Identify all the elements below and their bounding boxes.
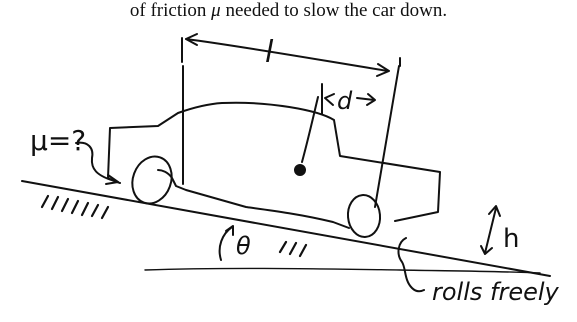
caption-before: of friction (129, 0, 212, 21)
cm-leader-line (301, 96, 319, 163)
height-arrowhead-top (488, 205, 501, 217)
rolls-freely-label: rolls freely (432, 278, 560, 306)
mu-leader-line (75, 141, 119, 183)
incline-line (21, 180, 551, 277)
height-dimension-arrow (484, 207, 497, 254)
length-arrowhead-right (376, 63, 390, 77)
mu-question-label: μ=? (30, 124, 86, 157)
center-of-mass-dot (294, 164, 306, 176)
mu-leader-arrowhead (105, 174, 119, 185)
length-dimension-arrow (185, 38, 389, 72)
d-arrow-right (356, 93, 376, 106)
length-label: l (265, 35, 274, 70)
d-arrowhead-left (324, 93, 335, 106)
length-arrowhead-left (185, 33, 198, 46)
rolls-freely-leader (397, 237, 425, 293)
front-wheel (346, 194, 382, 238)
caption-text: of friction μ needed to slow the car dow… (0, 0, 577, 26)
angle-label: θ (236, 232, 251, 260)
front-axle-vertical (374, 57, 401, 208)
angle-arrowhead (225, 225, 234, 236)
height-label: h (503, 224, 519, 254)
caption-mu-symbol: μ (211, 0, 221, 21)
caption-after: needed to slow the car down. (220, 0, 448, 21)
hatch-marks-middle (278, 240, 308, 258)
ground-line (144, 267, 541, 274)
rear-wheel (131, 155, 173, 205)
height-arrowhead-bottom (480, 245, 493, 255)
car-body (107, 101, 441, 229)
rear-axle-vertical (181, 37, 184, 185)
hatch-marks-left (40, 194, 110, 220)
cg-offset-label: d (337, 87, 353, 115)
